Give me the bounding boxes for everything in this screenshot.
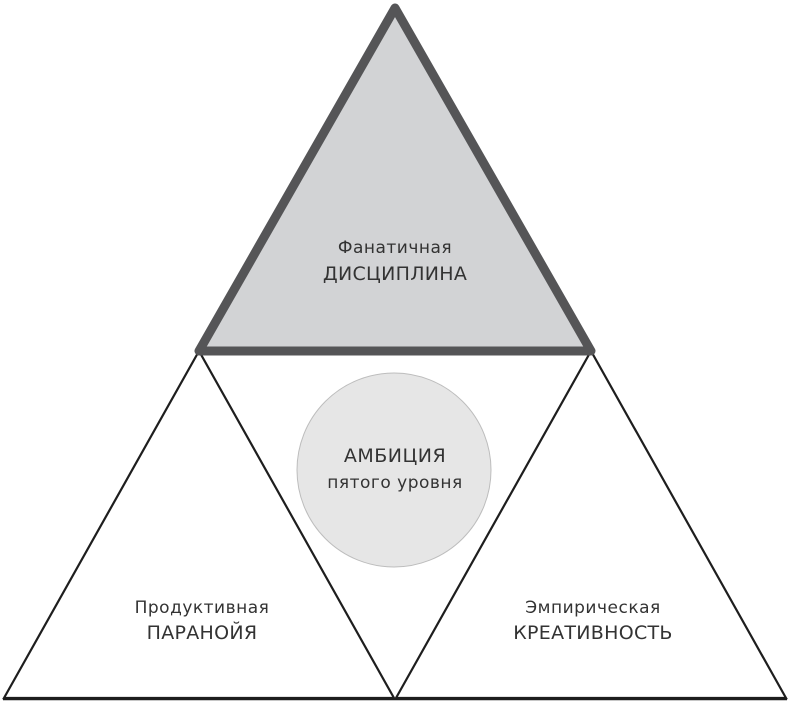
left-triangle-label: Продуктивная ПАРАНОЙЯ bbox=[135, 598, 270, 646]
right-label-line2: КРЕАТИВНОСТЬ bbox=[513, 622, 673, 645]
center-circle-label: АМБИЦИЯ пятого уровня bbox=[327, 445, 463, 494]
right-triangle-label: Эмпирическая КРЕАТИВНОСТЬ bbox=[513, 598, 673, 646]
top-triangle bbox=[194, 3, 596, 356]
left-label-line1: Продуктивная bbox=[134, 598, 270, 618]
right-label-line1: Эмпирическая bbox=[525, 598, 661, 618]
top-label-line1: Фанатичная bbox=[337, 238, 453, 258]
center-label-line2: пятого уровня bbox=[327, 472, 463, 493]
top-triangle-label: Фанатичная ДИСЦИПЛИНА bbox=[323, 238, 467, 287]
left-label-line2: ПАРАНОЙЯ bbox=[146, 622, 258, 645]
center-label-line1: АМБИЦИЯ bbox=[343, 445, 447, 467]
top-label-line2: ДИСЦИПЛИНА bbox=[322, 263, 468, 286]
center-circle bbox=[296, 372, 492, 568]
